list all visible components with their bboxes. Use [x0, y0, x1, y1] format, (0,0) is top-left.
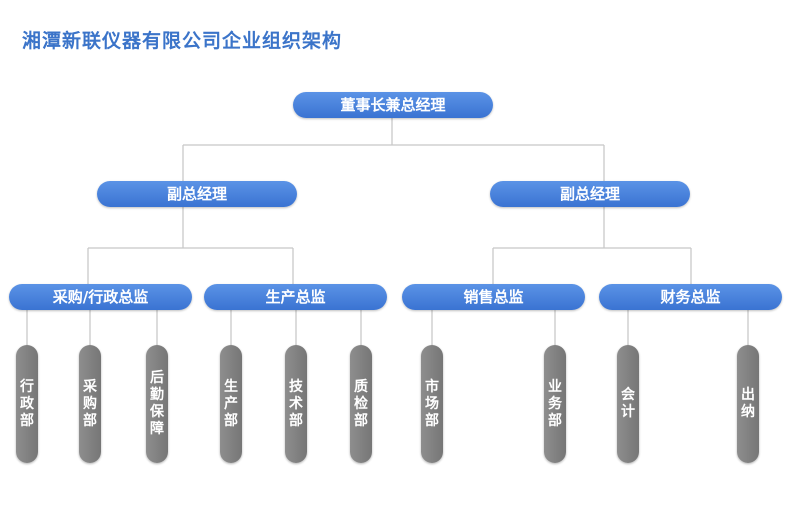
- dept-accounting: 会计: [617, 345, 639, 463]
- dept-logistics-label: 后勤保障: [150, 370, 164, 437]
- node-chairman-gm: 董事长兼总经理: [293, 92, 493, 118]
- dept-admin-label: 行政部: [20, 378, 34, 429]
- dept-production: 生产部: [220, 345, 242, 463]
- dept-market-label: 市场部: [425, 378, 439, 429]
- dept-purchasing-label: 采购部: [83, 378, 97, 429]
- dept-quality: 质检部: [350, 345, 372, 463]
- node-vp-right: 副总经理: [490, 181, 690, 207]
- node-vp-left: 副总经理: [97, 181, 297, 207]
- dept-business: 业务部: [544, 345, 566, 463]
- dept-accounting-label: 会计: [621, 387, 635, 420]
- dept-production-label: 生产部: [224, 378, 238, 429]
- node-production-director: 生产总监: [204, 284, 387, 310]
- dept-admin: 行政部: [16, 345, 38, 463]
- dept-cashier: 出纳: [737, 345, 759, 463]
- dept-cashier-label: 出纳: [741, 387, 755, 420]
- dept-purchasing: 采购部: [79, 345, 101, 463]
- page-title: 湘潭新联仪器有限公司企业组织架构: [22, 30, 343, 52]
- node-sales-director: 销售总监: [402, 284, 585, 310]
- dept-logistics: 后勤保障: [146, 345, 168, 463]
- dept-quality-label: 质检部: [354, 378, 368, 429]
- node-procurement-admin-director: 采购/行政总监: [9, 284, 192, 310]
- dept-technology-label: 技术部: [289, 378, 303, 429]
- dept-business-label: 业务部: [548, 378, 562, 429]
- dept-technology: 技术部: [285, 345, 307, 463]
- node-finance-director: 财务总监: [599, 284, 782, 310]
- dept-market: 市场部: [421, 345, 443, 463]
